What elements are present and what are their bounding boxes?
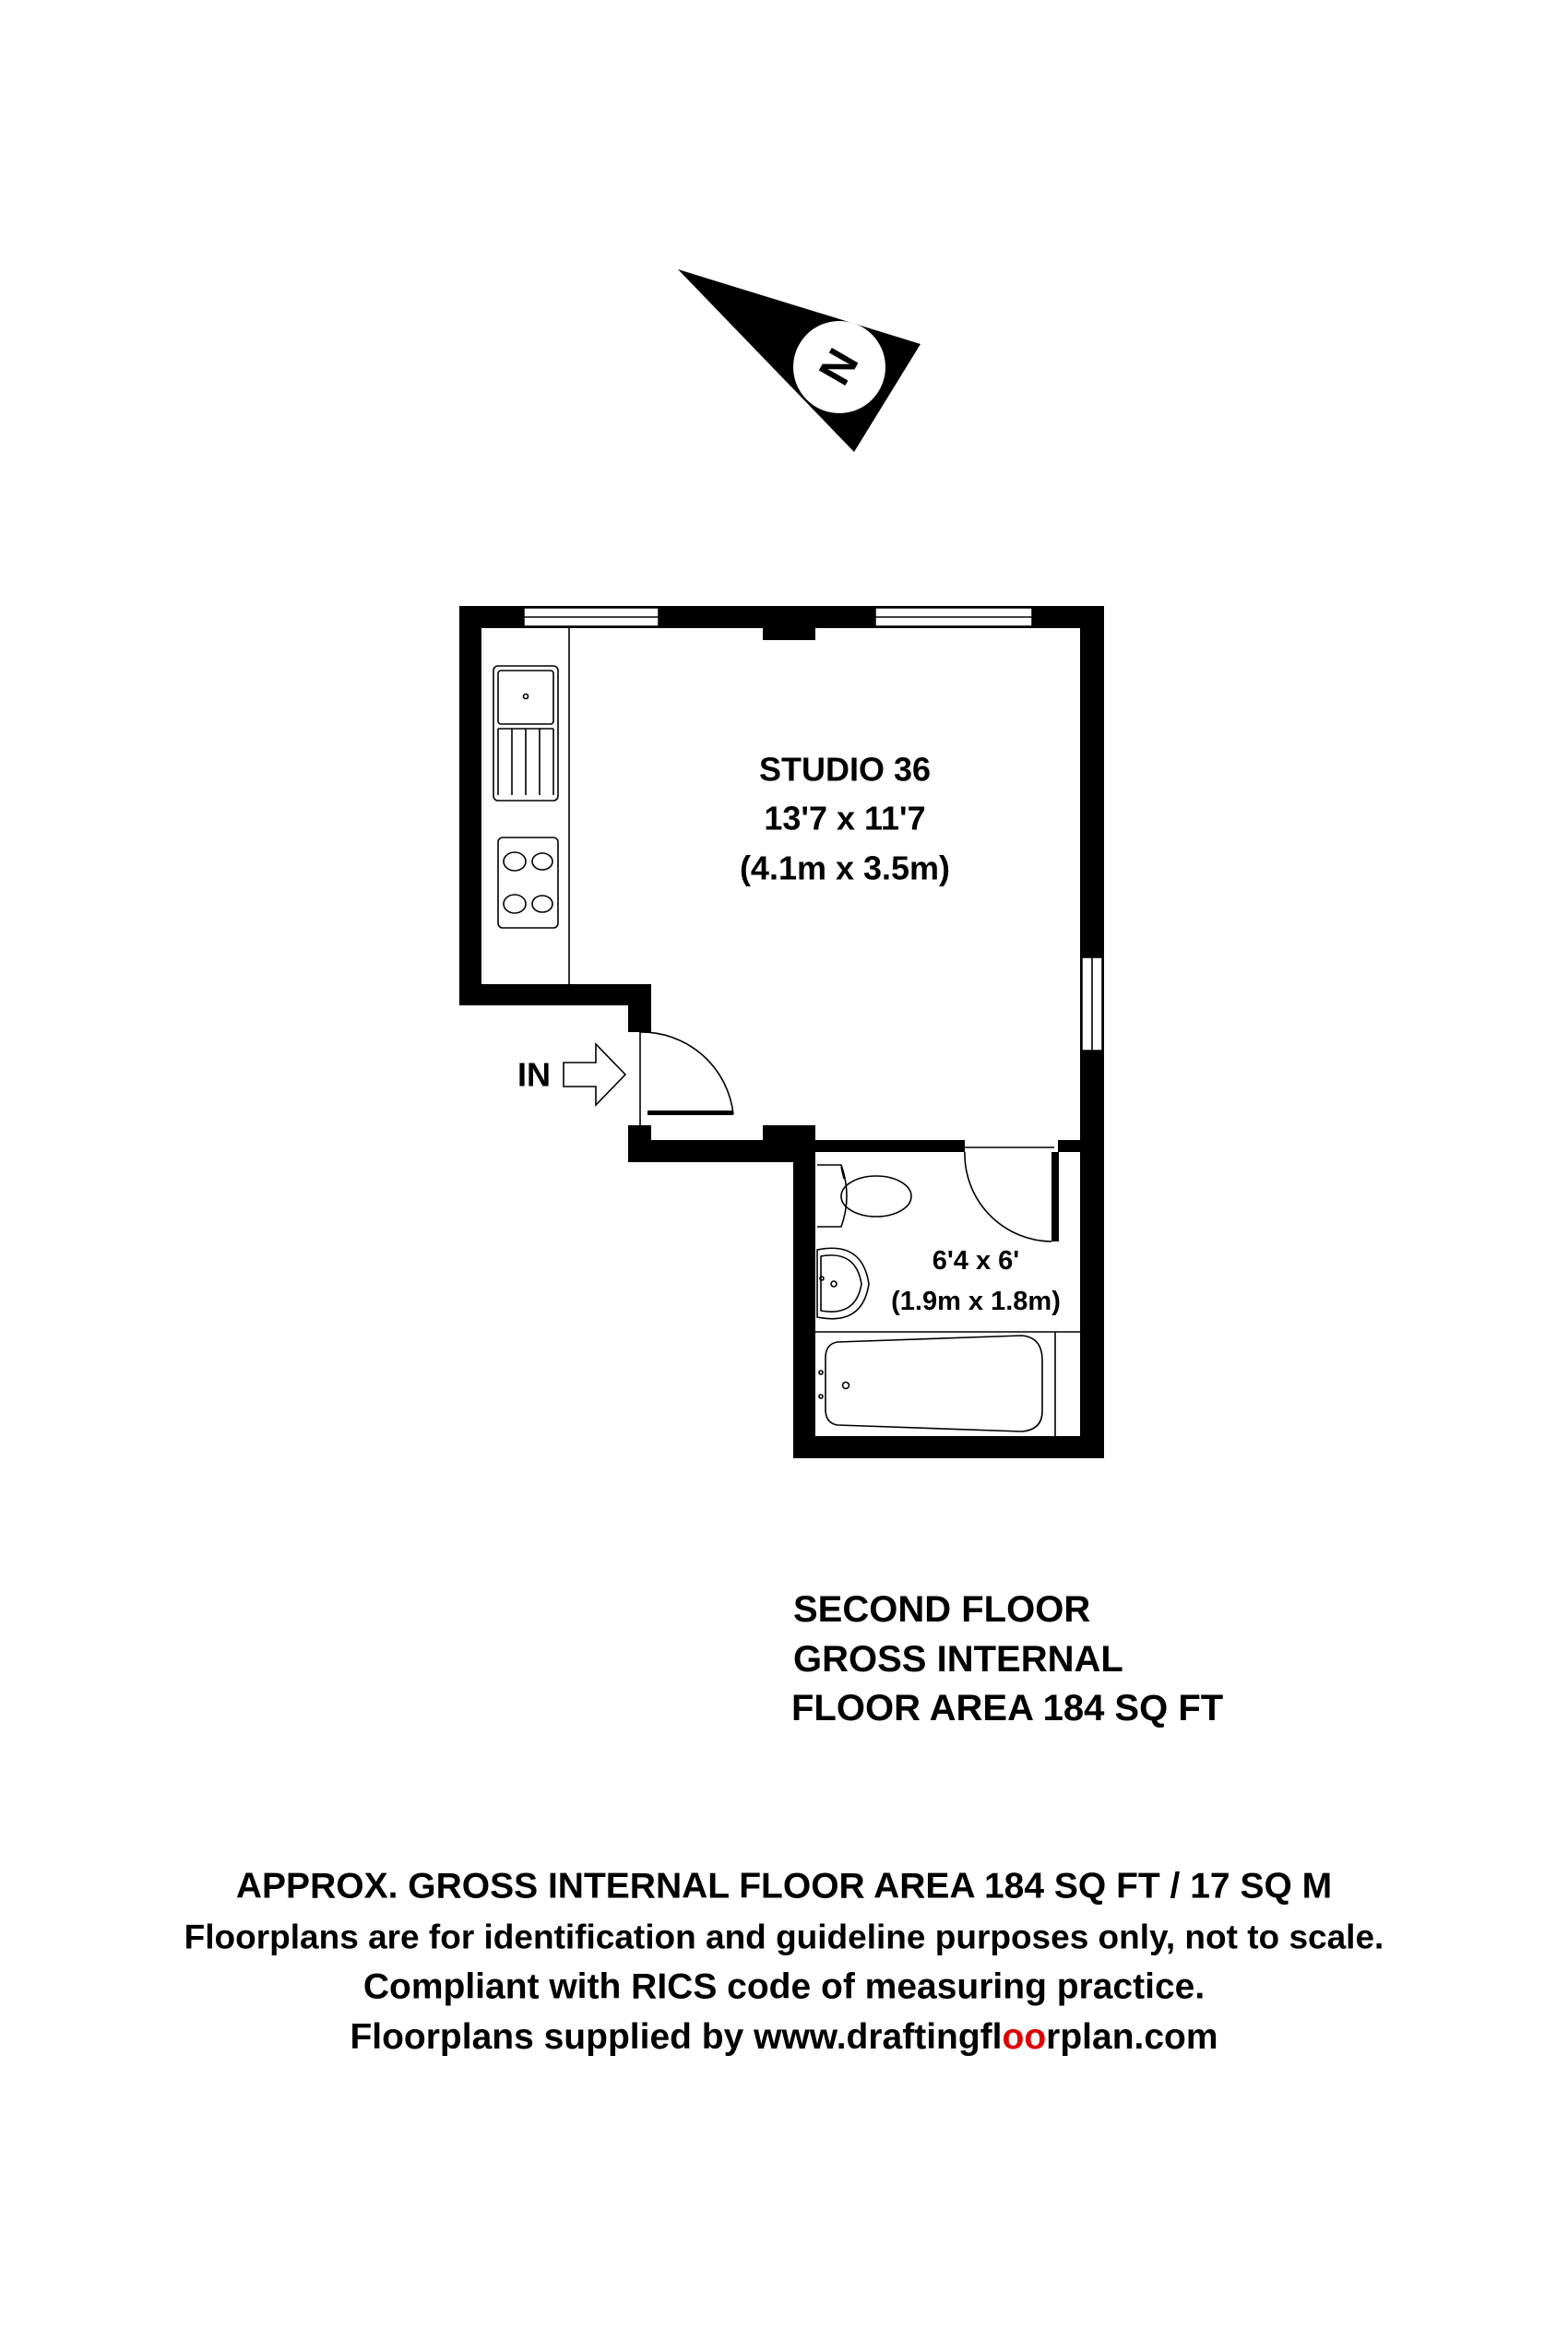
footer-supplier: Floorplans supplied by www.draftingfloor… <box>350 2017 1218 2057</box>
bathtub-icon <box>815 1331 1080 1436</box>
north-arrow-icon: N <box>678 269 921 452</box>
supplier-suffix: rplan.com <box>1046 2017 1218 2057</box>
bathroom-label: 6'4 x 6' (1.9m x 1.8m) <box>891 1246 1061 1316</box>
windows <box>523 607 1103 1051</box>
studio-name: STUDIO 36 <box>759 751 931 789</box>
studio-metric: (4.1m x 3.5m) <box>740 849 950 887</box>
kitchen-counter <box>493 628 570 984</box>
floor-summary-line2: GROSS INTERNAL <box>793 1639 1123 1680</box>
footer-area: APPROX. GROSS INTERNAL FLOOR AREA 184 SQ… <box>236 1867 1332 1907</box>
footer-disclaimer: APPROX. GROSS INTERNAL FLOOR AREA 184 SQ… <box>184 1867 1384 2057</box>
bathroom-metric: (1.9m x 1.8m) <box>891 1287 1061 1316</box>
walls <box>459 606 1104 1458</box>
supplier-prefix: Floorplans supplied by www.draftingfl <box>350 2017 1002 2057</box>
hob-icon <box>497 837 559 929</box>
bathroom-door <box>964 1146 1054 1242</box>
supplier-highlight: oo <box>1003 2017 1047 2057</box>
bathroom-imperial: 6'4 x 6' <box>932 1246 1019 1276</box>
studio-imperial: 13'7 x 11'7 <box>764 800 925 837</box>
footer-rics: Compliant with RICS code of measuring pr… <box>363 1967 1205 2007</box>
studio-label: STUDIO 36 13'7 x 11'7 (4.1m x 3.5m) <box>740 751 950 887</box>
toilet-icon <box>817 1164 912 1228</box>
basin-icon <box>816 1247 870 1320</box>
floor-summary-line1: SECOND FLOOR <box>793 1589 1090 1630</box>
entrance-label: IN <box>517 1056 551 1094</box>
footer-disclaimer-text: Floorplans are for identification and gu… <box>184 1918 1384 1956</box>
floor-summary: SECOND FLOOR GROSS INTERNAL FLOOR AREA 1… <box>791 1589 1223 1728</box>
floor-summary-line3: FLOOR AREA 184 SQ FT <box>791 1688 1223 1728</box>
sink-icon <box>493 665 559 802</box>
entrance-arrow-icon <box>563 1042 627 1107</box>
entrance-door <box>639 1031 734 1125</box>
